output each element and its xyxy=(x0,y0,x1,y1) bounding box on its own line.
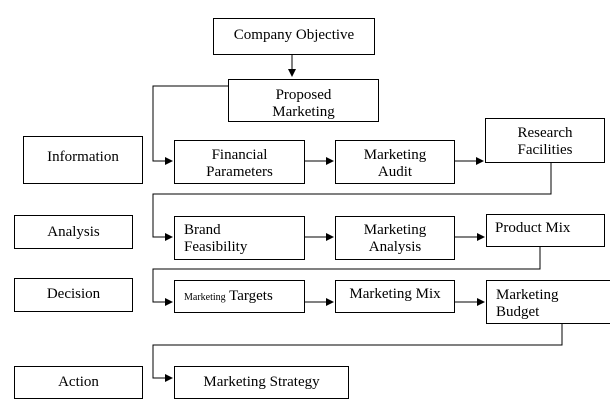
stage-decision-label: Decision xyxy=(46,286,101,302)
brand-feasibility-line2: Feasibility xyxy=(184,239,248,255)
marketing-audit-line1: Marketing xyxy=(363,147,427,163)
proposed-marketing-line2: Marketing xyxy=(272,104,335,120)
arrow-proposed-to-financial xyxy=(152,85,228,165)
marketing-audit-box: Marketing Audit xyxy=(335,140,455,184)
research-facilities-line1: Research xyxy=(517,125,573,141)
arrow-budget-to-strategy xyxy=(152,323,563,382)
stage-action-label: Action xyxy=(58,374,99,390)
marketing-targets-word1: Marketing xyxy=(184,292,226,303)
marketing-mix-label: Marketing Mix xyxy=(349,286,441,302)
arrow-research-to-brand xyxy=(152,162,552,241)
financial-parameters-box: Financial Parameters xyxy=(174,140,305,184)
stage-decision: Decision xyxy=(14,278,133,312)
brand-feasibility-line1: Brand xyxy=(184,222,221,238)
marketing-budget-line1: Marketing xyxy=(496,287,559,303)
research-facilities-box: Research Facilities xyxy=(485,118,605,163)
product-mix-label: Product Mix xyxy=(495,220,571,236)
marketing-targets-box: Marketing Targets xyxy=(174,280,305,313)
proposed-marketing-box: Proposed Marketing xyxy=(228,79,379,122)
brand-feasibility-box: Brand Feasibility xyxy=(174,216,305,260)
marketing-targets-word2: Targets xyxy=(229,288,273,304)
marketing-analysis-box: Marketing Analysis xyxy=(335,216,455,260)
product-mix-box: Product Mix xyxy=(486,214,605,247)
stage-information-label: Information xyxy=(47,149,119,165)
marketing-budget-line2: Budget xyxy=(496,304,540,320)
stage-analysis-label: Analysis xyxy=(47,224,100,240)
marketing-strategy-label: Marketing Strategy xyxy=(203,374,320,390)
marketing-analysis-line1: Marketing xyxy=(363,222,427,238)
stage-information: Information xyxy=(23,136,143,184)
marketing-audit-line2: Audit xyxy=(377,164,413,180)
financial-parameters-line1: Financial xyxy=(211,147,268,163)
company-objective-box: Company Objective xyxy=(213,18,375,55)
arrow-productmix-to-targets xyxy=(152,246,541,306)
research-facilities-line2: Facilities xyxy=(517,142,573,158)
company-objective-label: Company Objective xyxy=(233,27,355,43)
stage-analysis: Analysis xyxy=(14,215,133,249)
proposed-marketing-line1: Proposed xyxy=(275,87,332,103)
financial-parameters-line2: Parameters xyxy=(206,164,273,180)
marketing-mix-box: Marketing Mix xyxy=(335,280,455,313)
marketing-analysis-line2: Analysis xyxy=(368,239,422,255)
marketing-strategy-box: Marketing Strategy xyxy=(174,366,349,399)
stage-action: Action xyxy=(14,366,143,399)
marketing-budget-box: Marketing Budget xyxy=(486,280,610,324)
